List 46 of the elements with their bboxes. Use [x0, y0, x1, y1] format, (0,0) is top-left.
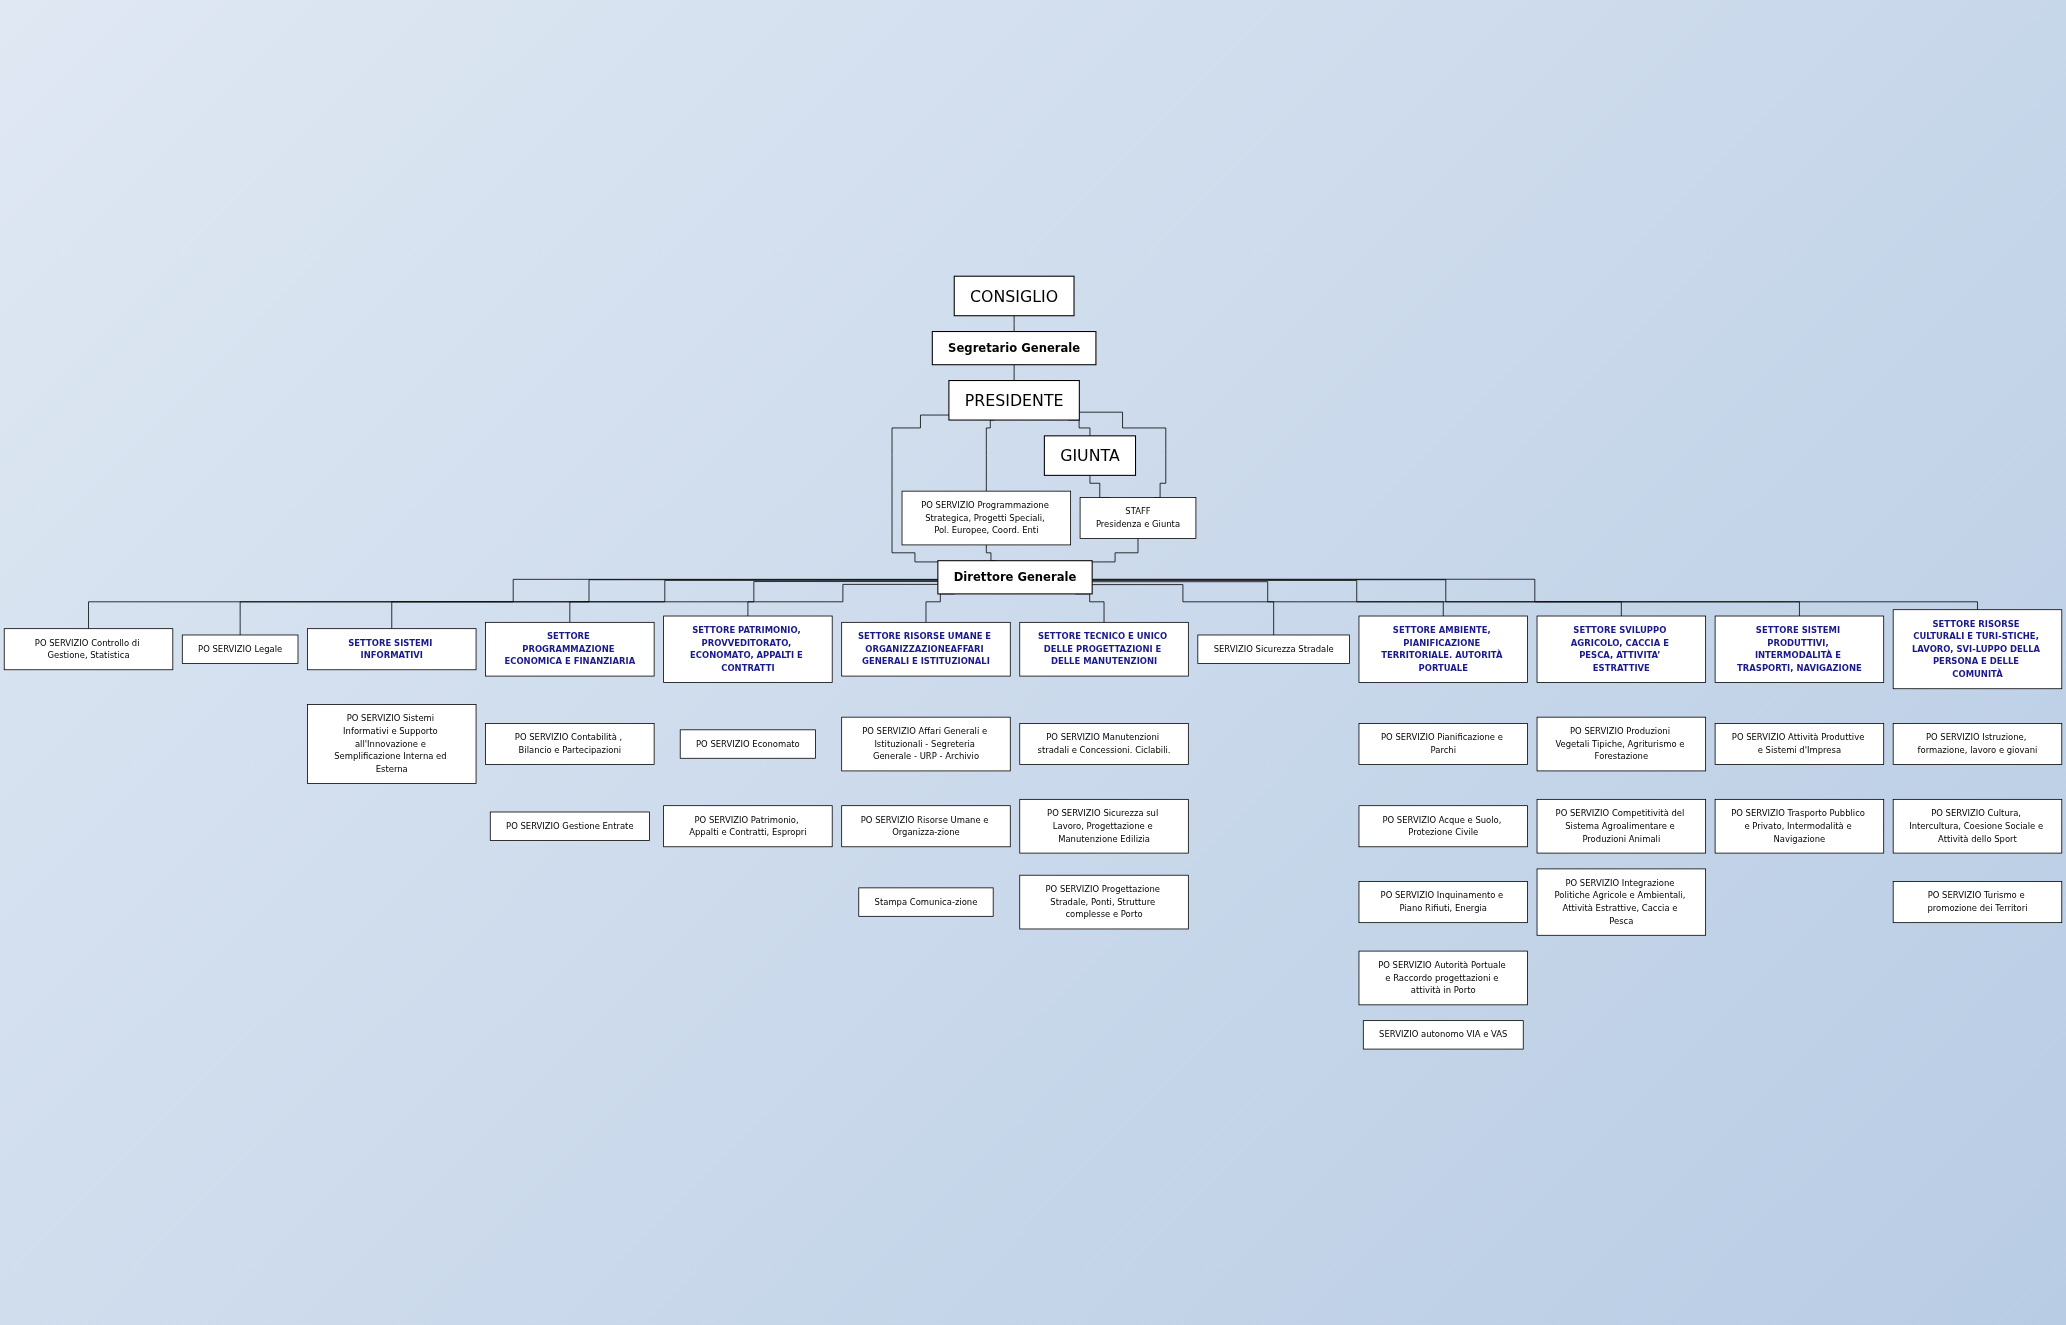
node-box: PO SERVIZIO Attività Produttive e Sistemi d'Impresa — [1714, 722, 1885, 765]
node-box: SETTORE RISORSE UMANE E ORGANIZZAZIONEAFFARI GENERALI E ISTITUZIONALI — [841, 621, 1011, 677]
node-box: SERVIZIO Sicurezza Stradale — [1197, 634, 1350, 664]
node-box: PRESIDENTE — [948, 379, 1080, 421]
node-box: PO SERVIZIO Acque e Suolo, Protezione Civile — [1358, 805, 1528, 847]
node-box: PO SERVIZIO Pianificazione e Parchi — [1358, 722, 1528, 765]
node-box: PO SERVIZIO Sistemi Informativi e Supporto all'Innovazione e Semplificazione Interna ed Esterna — [307, 704, 477, 784]
node-box: PO SERVIZIO Affari Generali e Istituzionali - Segreteria Generale - URP - Archivio — [841, 716, 1011, 772]
node-box: PO SERVIZIO Risorse Umane e Organizza-zione — [841, 805, 1011, 847]
node-box: Segretario Generale — [931, 330, 1097, 366]
node-box: SETTORE SISTEMI INFORMATIVI — [307, 628, 477, 670]
node-box: PO SERVIZIO Progettazione Stradale, Ponti, Strutture complesse e Porto — [1019, 874, 1189, 930]
node-box: PO SERVIZIO Patrimonio, Appalti e Contratti, Espropri — [663, 805, 833, 847]
connector — [1013, 315, 1015, 332]
node-box: SETTORE SISTEMI PRODUTTIVI, INTERMODALITÀ E TRASPORTI, NAVIGAZIONE — [1714, 615, 1885, 683]
node-box: PO SERVIZIO Trasporto Pubblico e Privato, Intermodalità e Navigazione — [1714, 798, 1885, 854]
node-box: PO SERVIZIO Istruzione, formazione, lavoro e giovani — [1892, 722, 2063, 765]
node-box: SERVIZIO autonomo VIA e VAS — [1362, 1020, 1524, 1050]
node-box: PO SERVIZIO Turismo e promozione dei Territori — [1892, 881, 2063, 923]
node-box: PO SERVIZIO Programmazione Strategica, Progetti Speciali, Pol. Europee, Coord. Enti — [901, 490, 1071, 546]
node-box: GIUNTA — [1043, 435, 1137, 476]
node-box: SETTORE SVILUPPO AGRICOLO, CACCIA E PESCA, ATTIVITA’ ESTRATTIVE — [1536, 615, 1707, 683]
node-box: Stampa Comunica-zione — [858, 887, 994, 917]
node-box: PO SERVIZIO Gestione Entrate — [489, 811, 650, 841]
node-box: STAFF Presidenza e Giunta — [1079, 496, 1197, 539]
node-box: PO SERVIZIO Produzioni Vegetali Tipiche, Agriturismo e Forestazione — [1536, 716, 1707, 772]
node-box: PO SERVIZIO Competitività del Sistema Agroalimentare e Produzioni Animali — [1536, 798, 1707, 854]
node-box: SETTORE AMBIENTE, PIANIFICAZIONE TERRITORIALE. AUTORITÀ PORTUALE — [1358, 615, 1528, 683]
node-box: PO SERVIZIO Cultura, Intercultura, Coesione Sociale e Attività dello Sport — [1892, 798, 2063, 854]
node-box: PO SERVIZIO Integrazione Politiche Agricole e Ambientali, Attività Estrattive, Caccia e Pesca — [1536, 868, 1707, 936]
node-box: SETTORE TECNICO E UNICO DELLE PROGETTAZIONI E DELLE MANUTENZIONI — [1019, 621, 1189, 677]
node-box: PO SERVIZIO Contabilità , Bilancio e Partecipazioni — [485, 722, 655, 765]
connector — [1013, 364, 1015, 381]
node-box: PO SERVIZIO Sicurezza sul Lavoro, Progettazione e Manutenzione Edilizia — [1019, 798, 1189, 854]
node-box: CONSIGLIO — [953, 275, 1075, 317]
node-box: PO SERVIZIO Economato — [679, 729, 816, 759]
node-box: SETTORE PATRIMONIO, PROVVEDITORATO, ECONOMATO, APPALTI E CONTRATTI — [663, 615, 833, 683]
node-box: PO SERVIZIO Autorità Portuale e Raccordo progettazioni e attività in Porto — [1358, 950, 1528, 1006]
node-box: PO SERVIZIO Inquinamento e Piano Rifiuti, Energia — [1358, 881, 1528, 923]
node-box: Direttore Generale — [937, 560, 1093, 595]
node-box: SETTORE RISORSE CULTURALI E TURI-STICHE, LAVORO, SVI-LUPPO DELLA PERSONA E DELLE COMUNITÀ — [1892, 609, 2063, 689]
node-box: PO SERVIZIO Legale — [181, 634, 299, 664]
node-box: PO SERVIZIO Controllo di Gestione, Statistica — [3, 628, 174, 670]
node-box: PO SERVIZIO Manutenzioni stradali e Concessioni. Ciclabili. — [1019, 722, 1189, 765]
node-box: SETTORE PROGRAMMAZIONE ECONOMICA E FINANZIARIA — [485, 621, 655, 677]
connector — [1091, 538, 1139, 563]
